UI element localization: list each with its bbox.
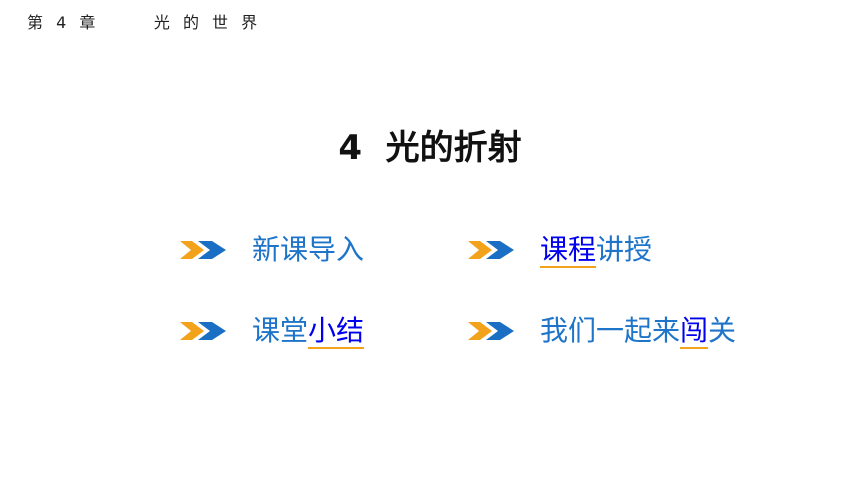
label-text: 课堂 (252, 314, 309, 347)
menu-label: 新课导入 (252, 230, 364, 270)
chapter-header: 第 4 章 光 的 世 界 (27, 9, 261, 33)
label-text: 我们一起来 (540, 314, 681, 347)
menu-label: 我们一起来闯关 (540, 311, 736, 351)
menu-label: 课堂小结 (252, 311, 365, 351)
menu-item-lets-pass-levels[interactable]: 我们一起来闯关 (468, 311, 736, 351)
double-chevron-right-icon (468, 320, 516, 342)
chevron-orange (468, 241, 492, 259)
menu-label: 课程讲授 (540, 230, 652, 270)
double-chevron-right-icon (180, 320, 228, 342)
chevron-orange (180, 322, 204, 340)
label-text: 讲授 (596, 233, 653, 266)
chapter-number: 第 4 章 (27, 13, 100, 32)
menu-item-lesson-teaching[interactable]: 课程讲授 (468, 230, 652, 270)
chevron-blue (198, 322, 226, 340)
chevron-blue (486, 241, 514, 259)
chevron-orange (180, 241, 204, 259)
chevron-blue (198, 241, 226, 259)
label-link[interactable]: 闯 (680, 314, 709, 349)
menu-item-new-lesson-intro[interactable]: 新课导入 (180, 230, 364, 270)
menu-item-class-summary[interactable]: 课堂小结 (180, 311, 365, 351)
label-text: 关 (708, 314, 737, 347)
double-chevron-right-icon (180, 239, 228, 261)
chevron-orange (468, 322, 492, 340)
label-text: 新课导入 (252, 233, 365, 266)
label-link[interactable]: 小结 (308, 314, 365, 349)
chapter-subject: 光 的 世 界 (153, 13, 262, 32)
slide-title: 4 光的折射 (338, 128, 522, 168)
chevron-blue (486, 322, 514, 340)
label-link[interactable]: 课程 (540, 233, 597, 268)
double-chevron-right-icon (468, 239, 516, 261)
